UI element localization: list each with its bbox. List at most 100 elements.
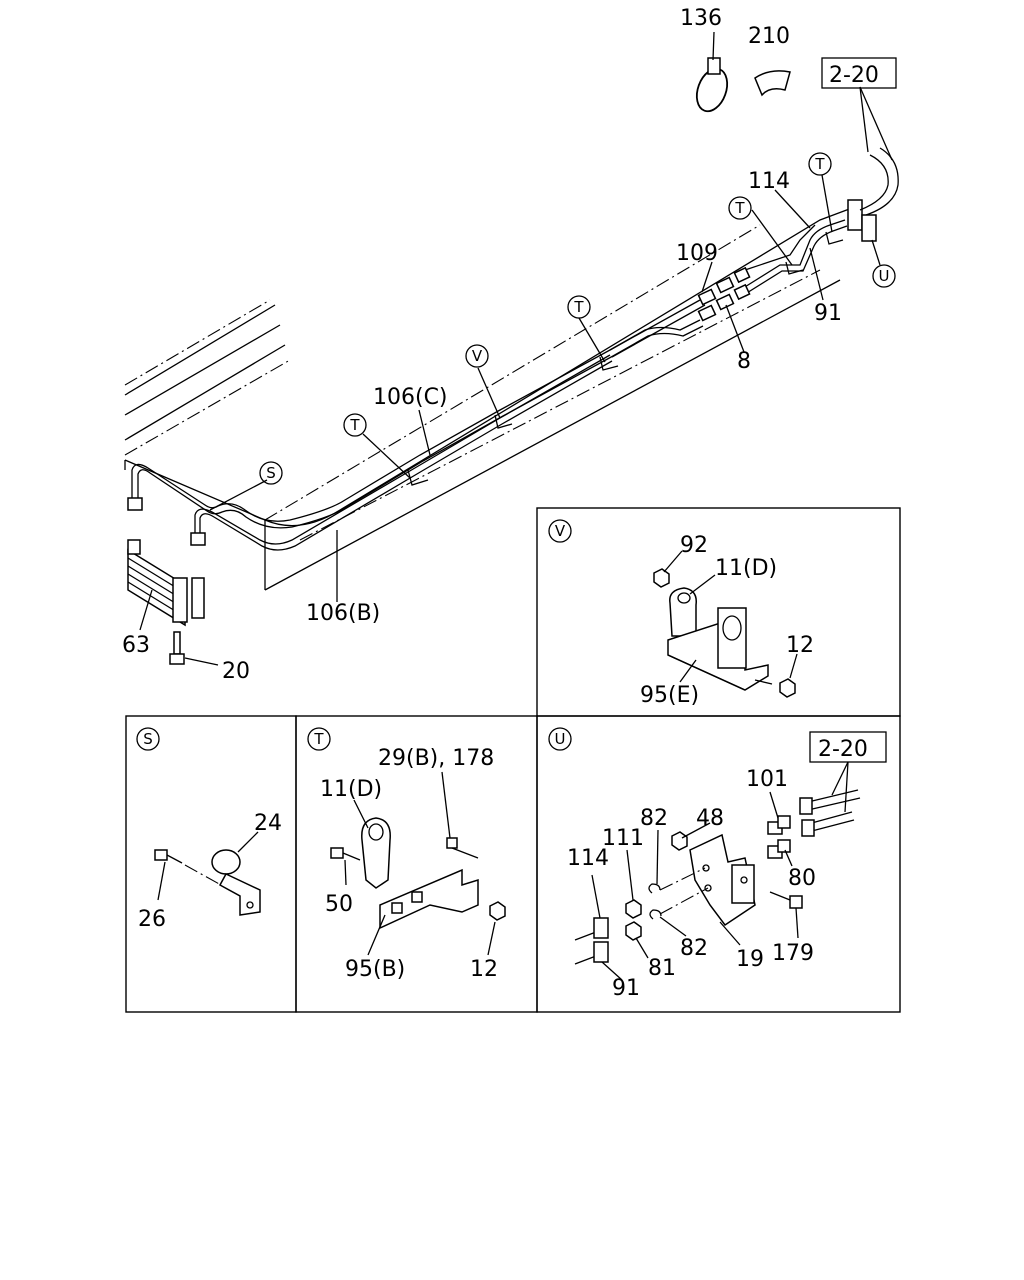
callout-20: 20 <box>222 659 250 684</box>
clip-24 <box>211 849 241 875</box>
detail-t-marker: T <box>307 727 331 751</box>
nut-48 <box>671 831 688 851</box>
bolt-20 <box>169 631 185 665</box>
fitting <box>715 276 735 294</box>
fitting <box>733 266 751 284</box>
callout-80: 80 <box>788 866 816 891</box>
fitting <box>697 288 717 306</box>
callout-114: 114 <box>748 169 790 194</box>
pipe-assembly <box>127 147 899 551</box>
callout-210: 210 <box>748 24 790 49</box>
detail-t: T 29(B), 178 11(D) 50 95(B) 12 <box>307 727 506 982</box>
fitting-114 <box>593 917 609 939</box>
junction-block <box>847 199 863 231</box>
svg-text:T: T <box>734 199 745 217</box>
fitting-101 <box>777 815 791 829</box>
bolt-29b-head <box>446 837 458 849</box>
ref-2-20-label: 2-20 <box>829 63 879 88</box>
svg-text:T: T <box>814 155 825 173</box>
callout-109: 109 <box>676 241 718 266</box>
oil-cooler <box>127 539 205 627</box>
bracket-19-plate <box>731 864 755 904</box>
cushion-210 <box>754 70 791 97</box>
callout-136: 136 <box>680 6 722 31</box>
nut-12 <box>489 901 506 921</box>
callout-63: 63 <box>122 633 150 658</box>
nut-92 <box>653 568 670 588</box>
svg-text:T: T <box>573 298 584 316</box>
bracket-upright <box>717 607 747 669</box>
detail-u-marker: U <box>548 727 572 751</box>
callout-26: 26 <box>138 907 166 932</box>
nut-81 <box>625 921 642 941</box>
svg-text:U: U <box>879 267 890 285</box>
callout-48: 48 <box>696 806 724 831</box>
callout-81: 81 <box>648 956 676 981</box>
clip <box>599 356 619 371</box>
clip <box>785 261 804 275</box>
callout-101: 101 <box>746 767 788 792</box>
svg-text:U: U <box>555 730 566 748</box>
callout-11d: 11(D) <box>320 777 382 802</box>
fitting <box>190 532 206 546</box>
leaders-main <box>139 31 893 666</box>
washer-82 <box>649 909 662 920</box>
detail-v-marker: V <box>548 519 572 543</box>
marker-v: V <box>465 344 489 368</box>
junction-bracket <box>861 214 877 242</box>
ref-2-20-label: 2-20 <box>818 737 868 762</box>
bracket-95b <box>379 868 479 930</box>
detail-v: V 92 11(D) 12 95(E) <box>548 519 814 708</box>
marker-s: S <box>259 461 283 485</box>
bracket-hole <box>391 902 403 914</box>
frame-body <box>124 204 861 591</box>
callout-82-top: 82 <box>640 806 668 831</box>
marker-t3: T <box>728 196 752 220</box>
main-view: 136 210 2-20 114 109 91 8 106(C) 106(B) … <box>122 6 899 684</box>
callout-111: 111 <box>602 826 644 851</box>
clip-24-tab <box>218 873 261 916</box>
nut-12 <box>779 678 796 698</box>
callout-106b: 106(B) <box>306 601 380 626</box>
clamp-136 <box>695 57 729 113</box>
callout-179: 179 <box>772 941 814 966</box>
callout-19: 19 <box>736 947 764 972</box>
clip <box>407 469 429 486</box>
marker-t2: T <box>567 295 591 319</box>
nut-111 <box>625 899 642 919</box>
washer-82 <box>648 883 661 894</box>
callout-114: 114 <box>567 846 609 871</box>
callout-24: 24 <box>254 811 282 836</box>
callout-11d: 11(D) <box>715 556 777 581</box>
clip-11d <box>669 587 697 637</box>
clip <box>825 231 844 245</box>
fitting <box>715 293 735 311</box>
panel-s-frame <box>125 715 297 1013</box>
fitting <box>127 497 143 511</box>
panel-u-frame <box>536 715 901 1013</box>
detail-u: U 2-20 <box>548 727 887 1001</box>
callout-91: 91 <box>612 976 640 1001</box>
detail-s: S 24 26 <box>136 727 282 932</box>
svg-text:T: T <box>349 416 360 434</box>
callout-29b-178: 29(B), 178 <box>378 746 494 771</box>
bracket-hole <box>411 891 423 903</box>
bolt-179 <box>789 895 803 909</box>
detail-s-marker: S <box>136 727 160 751</box>
callout-92: 92 <box>680 533 708 558</box>
fitting <box>733 283 751 301</box>
marker-t4: T <box>808 152 832 176</box>
fitting-80 <box>777 839 791 853</box>
bolt-26-head <box>154 849 168 861</box>
svg-text:S: S <box>266 464 276 482</box>
svg-text:V: V <box>472 347 483 365</box>
hose-end <box>801 819 815 837</box>
callout-8: 8 <box>737 349 751 374</box>
callout-106c: 106(C) <box>373 385 448 410</box>
svg-text:S: S <box>143 730 153 748</box>
callout-50: 50 <box>325 892 353 917</box>
callout-91: 91 <box>814 301 842 326</box>
hose-end <box>799 797 813 815</box>
fitting <box>697 304 717 322</box>
